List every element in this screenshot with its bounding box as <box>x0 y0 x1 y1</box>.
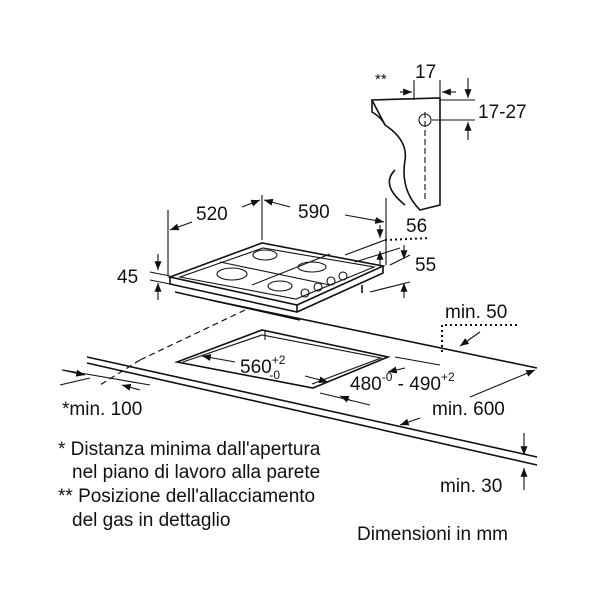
min-worktop-thickness-label: min. 30 <box>440 476 502 497</box>
hob-drawing <box>167 242 386 321</box>
footnotes: * Distanza minima dall'apertura nel pian… <box>58 439 508 545</box>
min-rear-label: min. 50 <box>445 302 507 323</box>
height-label: 45 <box>117 267 138 288</box>
hob-dimensions: 520 590 56 55 45 <box>117 195 436 300</box>
footnote-line: nel piano di lavoro alla parete <box>72 462 320 483</box>
min-side-label: *min. 100 <box>62 399 142 420</box>
depth-label: 520 <box>196 204 228 225</box>
worktop-drawing: min. 50 560+2-0 480-0 - 490+2 *min. 100 … <box>59 299 538 497</box>
width-label: 590 <box>298 202 330 223</box>
gas-connection-detail: ** 17 17-27 <box>370 62 527 211</box>
footnote-line: del gas in dettaglio <box>72 510 230 531</box>
footnote-line: * Distanza minima dall'apertura <box>58 439 321 460</box>
cutout-depth-label: 480-0 - 490+2 <box>350 370 455 395</box>
rear-offset-label: 56 <box>406 216 427 237</box>
cutout-width-label: 560+2-0 <box>240 353 286 382</box>
units-label: Dimensioni in mm <box>357 524 508 545</box>
gas-marker-label: ** <box>375 71 387 88</box>
side-offset-label: 55 <box>415 255 436 276</box>
bracket-height-label: 17-27 <box>478 102 527 123</box>
bracket-width-label: 17 <box>415 62 436 83</box>
footnote-line: ** Posizione dell'allacciamento <box>58 486 315 507</box>
min-worktop-depth-label: min. 600 <box>432 399 505 420</box>
